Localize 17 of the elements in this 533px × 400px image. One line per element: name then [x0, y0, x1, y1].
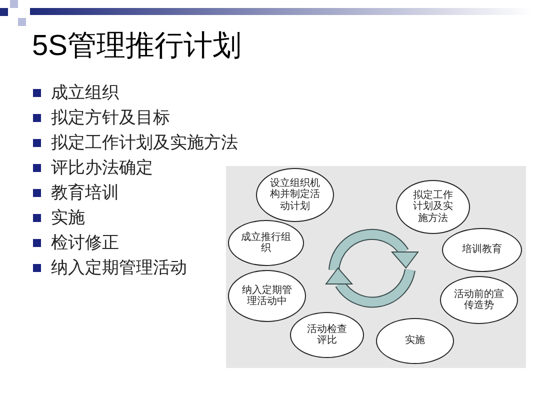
step-ellipse: 活动前的宣传造势 [440, 276, 518, 324]
bullet-text: 纳入定期管理活动 [51, 259, 187, 276]
bullet-text: 检讨修正 [51, 234, 119, 251]
bullet-text: 拟定方针及目标 [51, 109, 170, 126]
bullet-text: 教育培训 [51, 184, 119, 201]
step-ellipse: 实施 [376, 318, 454, 364]
bullet-text: 实施 [51, 209, 85, 226]
step-ellipse: 活动检查评比 [290, 312, 364, 358]
step-ellipse: 成立推行组织 [228, 220, 304, 266]
bullet-text: 成立组织 [51, 84, 119, 101]
bullet-text: 评比办法确定 [51, 159, 153, 176]
slide-title: 5S管理推行计划 [32, 32, 242, 61]
step-ellipse: 纳入定期管理活动中 [228, 270, 306, 322]
step-ellipse: 设立组织机构并制定活动计划 [256, 168, 334, 222]
step-ellipse: 拟定工作计划及实施方法 [396, 180, 470, 234]
bullet-text: 拟定工作计划及实施方法 [51, 134, 238, 151]
step-ellipse: 培训教育 [442, 228, 522, 272]
